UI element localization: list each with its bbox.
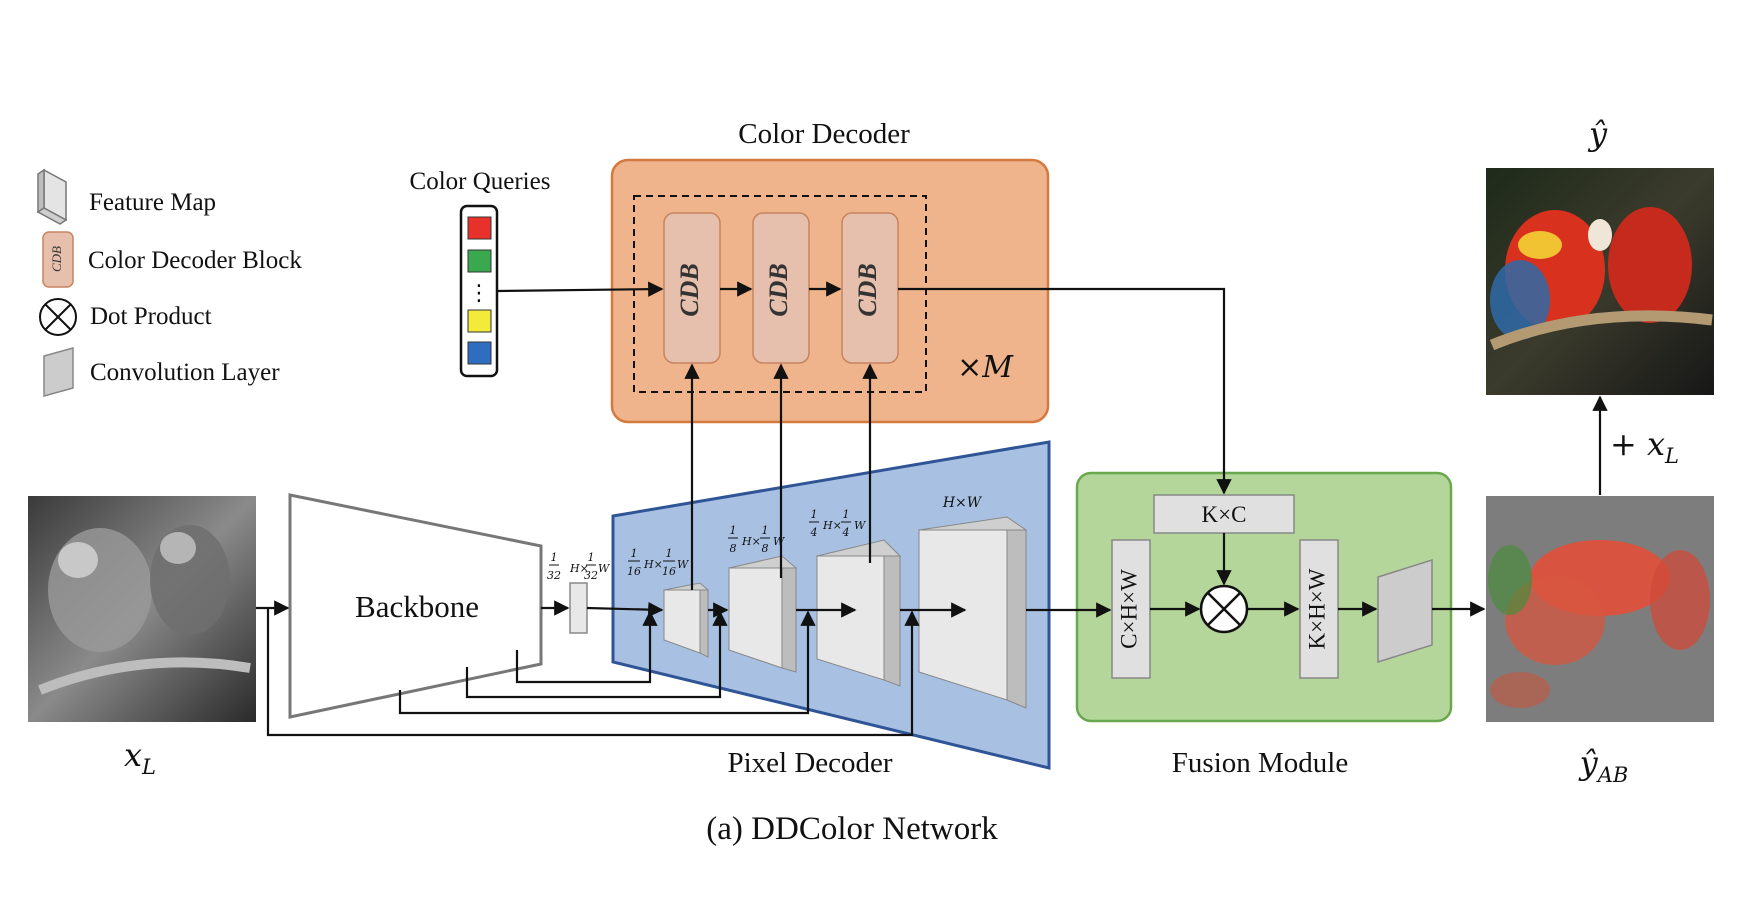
svg-text:H×: H× xyxy=(741,535,761,548)
input-label-x: x xyxy=(124,736,142,774)
output-color-image xyxy=(1486,168,1714,395)
svg-text:4: 4 xyxy=(810,526,818,539)
svg-text:W: W xyxy=(773,535,786,548)
svg-text:32: 32 xyxy=(584,569,598,582)
scale-label-1-16: 1 16 H× 1 16 W xyxy=(627,547,690,578)
svg-text:1: 1 xyxy=(631,547,638,560)
svg-text:H×: H× xyxy=(569,562,589,575)
svg-text:1: 1 xyxy=(843,508,850,521)
khw-box xyxy=(1299,539,1339,679)
kc-label: K×C xyxy=(1202,502,1247,527)
legend-dot-product-label: Dot Product xyxy=(90,303,212,330)
color-queries-label: Color Queries xyxy=(410,168,551,195)
input-grayscale-image xyxy=(28,496,256,722)
kc-box xyxy=(1153,494,1295,534)
skip-connection-3 xyxy=(398,610,816,715)
feature-map-1-8 xyxy=(727,555,798,673)
cdb-block-2-label: CDB xyxy=(764,263,793,316)
arrow-1-32-to-1-16 xyxy=(586,601,664,618)
cdb-block-1: CDB xyxy=(663,212,721,364)
arrow-cdb-to-kc xyxy=(898,287,1232,495)
dot-product-node xyxy=(1199,584,1249,634)
scale-label-1-8: 1 8 H× 1 8 W xyxy=(728,524,786,555)
feature-map-1-32 xyxy=(569,582,588,634)
cdb-block-2: CDB xyxy=(752,212,810,364)
convolution-layer-icon xyxy=(43,347,74,397)
svg-text:W: W xyxy=(598,562,611,575)
scale-label-1-32: 1 32 H× 1 32 W xyxy=(547,551,611,582)
output-ab-label-sub: AB xyxy=(1596,763,1629,787)
svg-text:1: 1 xyxy=(811,508,818,521)
color-decoder-block-icon: CDB xyxy=(42,231,74,288)
svg-text:1: 1 xyxy=(551,551,558,564)
svg-text:H×: H× xyxy=(822,519,842,532)
output-ab-label-y: ŷ xyxy=(1578,744,1599,782)
fusion-module-title: Fusion Module xyxy=(1172,747,1348,779)
color-query-green xyxy=(467,249,492,273)
input-label-sub: L xyxy=(141,755,156,779)
svg-text:16: 16 xyxy=(627,565,641,578)
svg-text:4: 4 xyxy=(842,526,850,539)
color-query-yellow xyxy=(467,309,492,333)
svg-text:1: 1 xyxy=(666,547,673,560)
svg-text:W: W xyxy=(854,519,867,532)
color-decoder-title: Color Decoder xyxy=(738,118,910,150)
svg-text:8: 8 xyxy=(730,542,737,555)
khw-label: K×H×W xyxy=(1304,568,1329,649)
fusion-module-box xyxy=(1075,471,1453,723)
skip-connection-1 xyxy=(515,610,658,684)
fusion-module: Fusion Module K×C C×H×W K×H×W xyxy=(1075,471,1453,779)
cdb-block-1-label: CDB xyxy=(675,263,704,316)
input-label: xL xyxy=(124,736,156,779)
svg-text:1: 1 xyxy=(730,524,737,537)
arrow-queries-to-cdb xyxy=(497,281,664,297)
svg-text:32: 32 xyxy=(547,569,561,582)
repeat-times-m: ×M xyxy=(957,350,1014,385)
scale-label-1-4: 1 4 H× 1 4 W xyxy=(809,508,867,539)
svg-text:8: 8 xyxy=(762,542,769,555)
svg-text:H×: H× xyxy=(643,558,663,571)
output-ab-image xyxy=(1486,496,1714,722)
feature-map-1-16 xyxy=(662,582,710,658)
legend-convolution-label: Convolution Layer xyxy=(90,359,280,386)
skip-connection-4 xyxy=(266,608,920,737)
backbone-label: Backbone xyxy=(355,589,479,624)
feature-map-1-4 xyxy=(816,539,901,687)
color-queries-ellipsis: ⋮ xyxy=(468,281,490,306)
cdb-icon-text: CDB xyxy=(49,246,64,272)
svg-text:16: 16 xyxy=(662,565,676,578)
legend-cdb-label: Color Decoder Block xyxy=(88,247,302,274)
dot-product-icon xyxy=(39,298,77,336)
backbone: Backbone xyxy=(288,493,543,719)
legend-feature-map-label: Feature Map xyxy=(89,189,216,216)
connectors xyxy=(256,281,1608,737)
add-input-label-text: + x xyxy=(1610,425,1665,463)
convolution-layer xyxy=(1377,558,1433,664)
chw-label: C×H×W xyxy=(1116,569,1141,649)
cdb-block-3: CDB xyxy=(841,212,899,364)
color-decoder: Color Decoder CDB CDB CDB ×M xyxy=(610,118,1050,424)
add-input-label: + xL xyxy=(1610,425,1679,468)
pixel-decoder-title: Pixel Decoder xyxy=(727,747,892,779)
color-query-blue xyxy=(467,341,492,365)
color-decoder-repeat-region xyxy=(633,195,927,393)
feature-map-icon xyxy=(36,168,68,225)
figure-caption: (a) DDColor Network xyxy=(706,811,998,847)
svg-text:1: 1 xyxy=(588,551,595,564)
add-input-label-sub: L xyxy=(1664,444,1679,468)
color-queries-container xyxy=(459,204,499,378)
output-ab-label: ŷAB xyxy=(1578,744,1629,787)
output-label: ŷ xyxy=(1587,115,1608,153)
skip-connection-2 xyxy=(465,610,728,699)
color-query-red xyxy=(467,216,492,240)
chw-box xyxy=(1111,539,1151,679)
scale-label-full: H×W xyxy=(942,495,983,511)
svg-text:W: W xyxy=(677,558,690,571)
svg-text:1: 1 xyxy=(762,524,769,537)
cdb-block-3-label: CDB xyxy=(853,263,882,316)
legend: Feature Map CDB Color Decoder Block Dot … xyxy=(36,168,302,397)
color-queries: Color Queries ⋮ xyxy=(410,168,551,378)
